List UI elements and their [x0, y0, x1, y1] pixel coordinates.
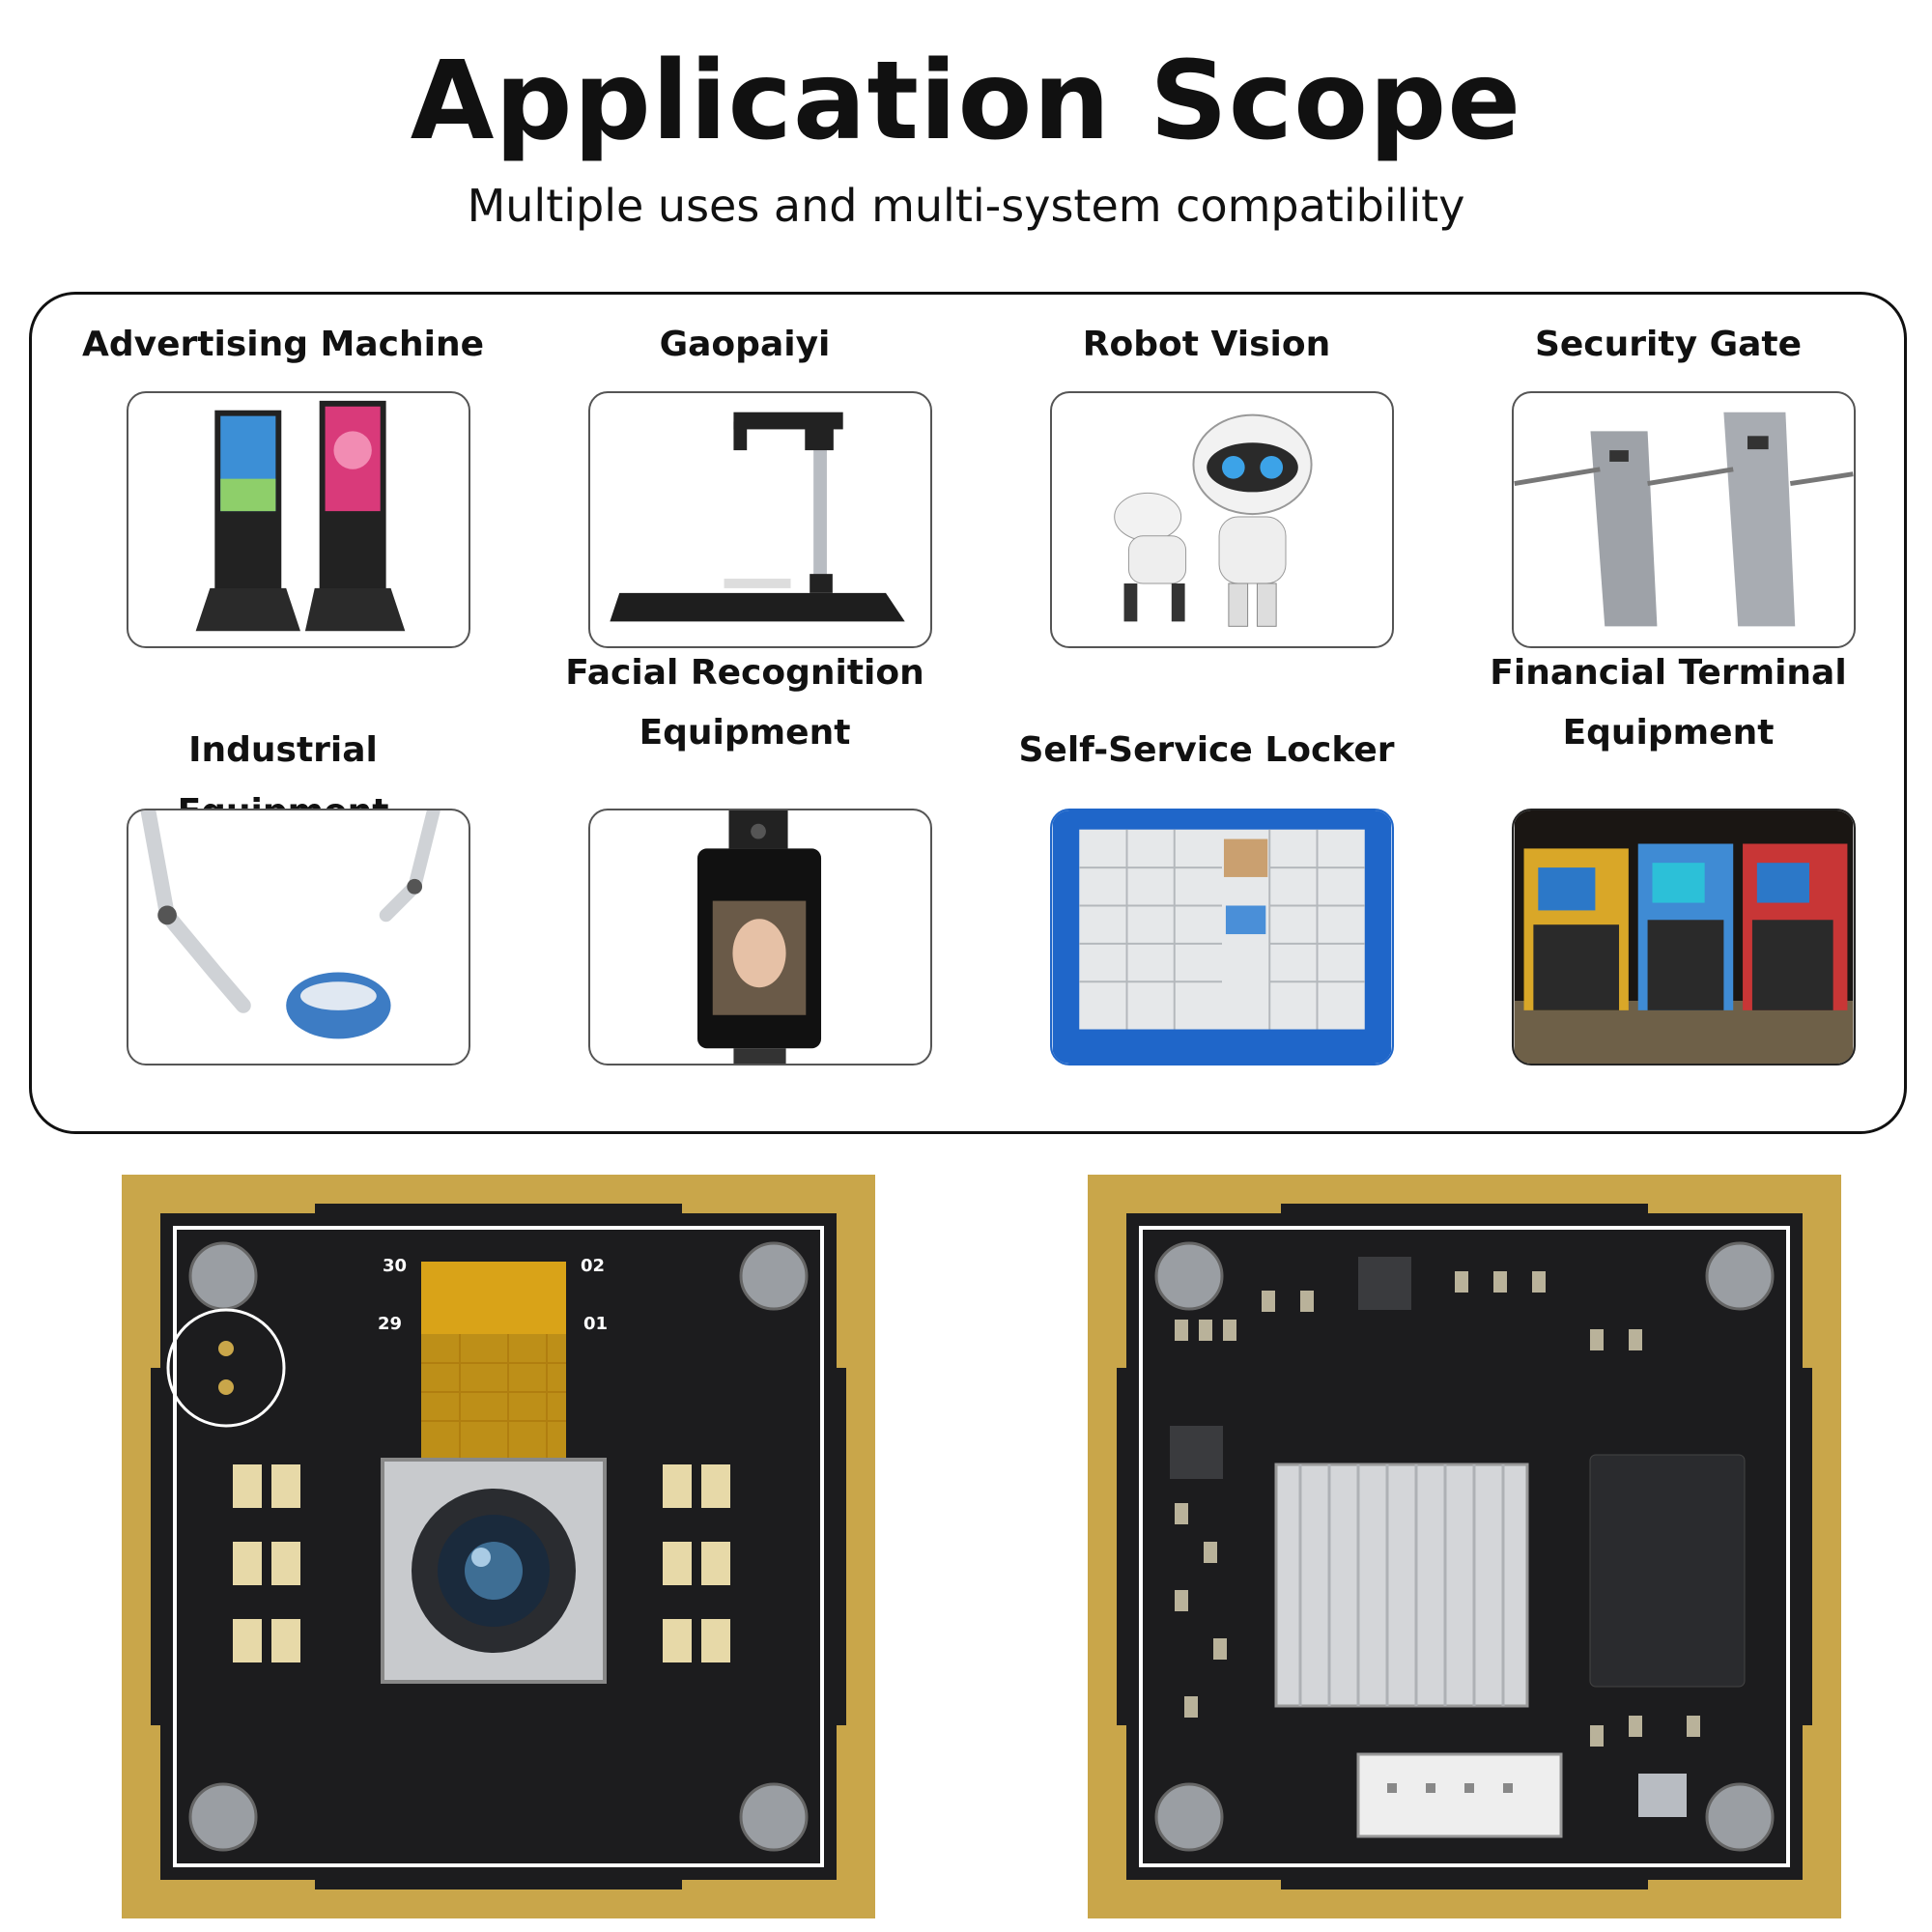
application-label: Security Gate: [1534, 325, 1803, 364]
application-card-industrial: Industrial Equipment: [80, 681, 486, 1106]
silk-label-01: 01: [583, 1314, 608, 1334]
page-subtitle: Multiple uses and multi-system compatibi…: [467, 180, 1465, 232]
silk-label-29: 29: [378, 1314, 402, 1334]
application-card-financial: Financial Terminal Equipment: [1465, 642, 1871, 1106]
application-label: Gaopaiyi: [659, 325, 831, 364]
silk-label-02: 02: [581, 1256, 605, 1276]
application-card-robot-vision: Robot Vision: [1004, 314, 1409, 681]
atm-kiosk-icon: [1512, 809, 1856, 1065]
application-label-line2: Equipment: [639, 713, 851, 753]
application-label: Financial Terminal: [1490, 653, 1847, 693]
application-label: Facial Recognition: [565, 653, 924, 693]
application-card-gaopaiyi: Gaopaiyi: [542, 314, 948, 681]
application-label-line2: Equipment: [1562, 713, 1775, 753]
robot-icon: [1050, 391, 1394, 648]
page-title: Application Scope: [410, 39, 1522, 164]
camera-module-back-image: [1088, 1175, 1841, 1918]
application-card-advertising: Advertising Machine: [80, 314, 486, 681]
application-label: Self-Service Locker: [1018, 730, 1395, 770]
application-card-security-gate: Security Gate: [1465, 314, 1871, 681]
document-camera-icon: [588, 391, 932, 648]
application-card-locker: Self-Service Locker: [1004, 681, 1409, 1106]
camera-module-front-image: 30 02 29 01: [122, 1175, 875, 1918]
application-card-facial: Facial Recognition Equipment: [542, 642, 948, 1106]
applications-panel: Advertising Machine Gaopaiyi: [29, 292, 1907, 1134]
robotic-arm-icon: [127, 809, 470, 1065]
silk-label-30: 30: [383, 1256, 407, 1276]
advertising-machine-icon: [127, 391, 470, 648]
application-label: Advertising Machine: [82, 325, 484, 364]
parcel-locker-icon: [1050, 809, 1394, 1065]
turnstile-gate-icon: [1512, 391, 1856, 648]
face-recognition-terminal-icon: [588, 809, 932, 1065]
application-label: Robot Vision: [1082, 325, 1331, 364]
